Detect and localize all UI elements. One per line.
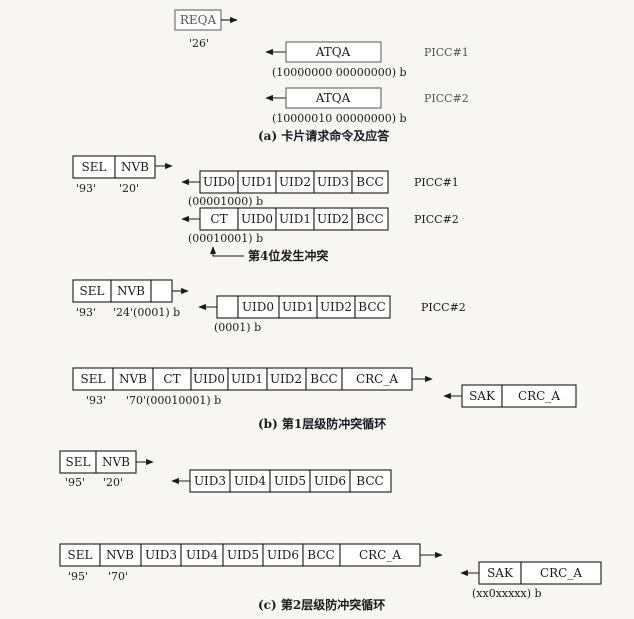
l1-s2-tag: PICC#2 [421,301,466,314]
l1-s1-picc1-text-0: UID0 [203,175,235,189]
l1-crc-text: CRC_A [518,389,560,403]
l2-s1-resp-cell-4 [349,469,392,493]
collision-note: 第4位发生冲突 [248,248,328,263]
l1-s2-resp-text-2: UID1 [282,300,314,314]
l2-s1-resp-text-4: BCC [356,474,383,488]
collision-pointer [209,246,244,257]
l2-s1-code-sel: '95' [65,476,85,489]
l1-s1-picc1-tag: PICC#1 [414,176,459,189]
atqa1-tag: PICC#1 [424,46,469,59]
l2-s1-resp-text-3: UID6 [314,474,346,488]
l2-sel-text-2: UID3 [145,548,177,562]
l1-s1-cmd-sel: SEL [82,160,107,174]
l2-sel-text-1: NVB [106,548,134,562]
atqa1-bits: (10000000 00000000) b [272,66,407,79]
l1-s1-picc2-bits: (00010001) b [188,232,263,245]
l2-s1-resp-text-0: UID3 [194,474,226,488]
l2-s1-cmd-nvb: NVB [102,455,130,469]
level1-select: SEL NVB CT UID0 UID1 UID2 BCC CRC_A '93'… [72,367,577,431]
l2-s1-code-nvb: '20' [103,476,123,489]
l1-crc-cell [501,384,577,408]
atqa2-box [285,87,382,109]
l2-sak-text: SAK [487,566,514,580]
l1-s2-cmd-nvb: NVB [117,284,145,298]
l1-sel-text-4: UID1 [231,372,263,386]
l2-sak-bits: (xx0xxxxx) b [472,587,542,600]
l2-crc-text: CRC_A [540,566,582,580]
l2-sel-text-4: UID5 [227,548,259,562]
l2-sel-text-6: BCC [307,548,334,562]
atqa2-tag: PICC#2 [424,92,469,105]
l1-s2-code-nvb: '24'(0001) b [113,306,180,319]
l1-s2-resp-text-3: UID2 [320,300,352,314]
level2-step1: SEL NVB '95' '20' UID3 UID4 UID5 UID6 BC… [59,450,392,493]
l2-sel-text-7: CRC_A [359,548,401,562]
l2-sel-code-nvb: '70' [108,570,128,583]
l1-s2-resp-cell-0 [216,295,239,319]
l1-sel-text-7: CRC_A [356,372,398,386]
l1-s1-cmd-nvb: NVB [121,160,149,174]
level2-select: SEL NVB UID3 UID4 UID5 UID6 BCC CRC_A '9… [59,543,602,612]
l1-sel-code-sel: '93' [86,394,106,407]
l1-sel-text-2: CT [163,372,180,386]
l1-sel-text-1: NVB [119,372,147,386]
l1-s2-resp-text-1: UID0 [242,300,274,314]
l1-s1-cmd-nvb-cell [114,155,156,179]
caption-a: (a) 卡片请求命令及应答 [258,128,390,143]
level1-step1: SEL NVB '93' '20' UID0 UID1 UID2 UID3 BC… [72,155,459,263]
l1-s1-picc2-text-2: UID1 [279,212,311,226]
level1-step2: SEL NVB '93' '24'(0001) b UID0 UID1 UID2… [72,279,466,334]
reqa-code: '26' [189,37,209,50]
l2-s1-resp-text-1: UID4 [234,474,266,488]
l1-s1-picc2-text-1: UID0 [241,212,273,226]
atqa1-box [285,41,382,63]
l1-sel-text-5: UID2 [270,372,302,386]
l1-s1-picc1-cell-4 [351,170,389,194]
l2-s1-resp-text-2: UID5 [274,474,306,488]
l1-sel-text-0: SEL [81,372,106,386]
l1-sel-text-6: BCC [310,372,337,386]
l1-s2-cmd-sel: SEL [80,284,105,298]
atqa2-label: ATQA [315,91,351,105]
l1-s1-picc1-bits: (00001000) b [188,195,263,208]
l1-s1-picc1-text-1: UID1 [241,175,273,189]
l1-s2-resp-bits: (0001) b [214,321,261,334]
l1-s2-resp-cell-4 [354,295,391,319]
atqa1-label: ATQA [315,45,351,59]
l1-sel-text-3: UID0 [193,372,225,386]
l2-crc-cell [520,561,602,585]
l1-s1-picc2-tag: PICC#2 [414,213,459,226]
reqa-command-label: REQA [180,13,217,27]
l2-sel-text-5: UID6 [267,548,299,562]
caption-c: (c) 第2层级防冲突循环 [258,597,385,612]
l1-s1-picc1-text-2: UID2 [279,175,311,189]
l1-s1-code-sel: '93' [76,182,96,195]
l2-sel-text-3: UID4 [186,548,218,562]
l1-s1-code-nvb: '20' [119,182,139,195]
l1-sel-code-nvb: '70'(00010001) b [126,394,221,407]
l1-s1-picc2-text-4: BCC [356,212,383,226]
l1-s1-picc2-cell-4 [351,207,389,231]
atqa2-bits: (10000010 00000000) b [272,112,407,125]
l1-s2-cmd-bits-cell [150,279,173,303]
l2-s1-cmd-sel: SEL [66,455,91,469]
l2-sel-code-sel: '95' [68,570,88,583]
reqa-section: REQA '26' ATQA (10000000 00000000) b PIC… [174,9,469,143]
l1-sak-text: SAK [469,389,496,403]
l2-sel-text-0: SEL [68,548,93,562]
l1-s2-resp-text-4: BCC [358,300,385,314]
l1-s1-picc2-text-3: UID2 [317,212,349,226]
l1-s1-picc2-text-0: CT [210,212,227,226]
l1-s1-picc1-text-3: UID3 [317,175,349,189]
l1-s2-code-sel: '93' [76,306,96,319]
l1-s1-picc1-text-4: BCC [356,175,383,189]
caption-b: (b) 第1层级防冲突循环 [258,416,386,431]
